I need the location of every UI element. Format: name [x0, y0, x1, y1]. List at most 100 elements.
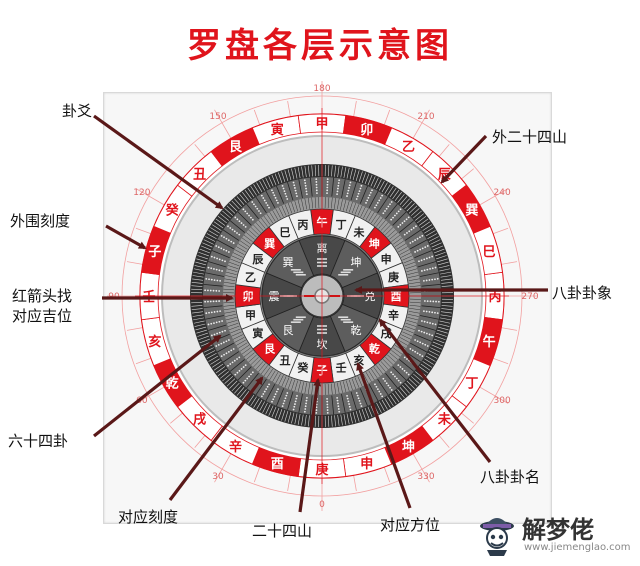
- inner-tick: [333, 383, 337, 395]
- scale-tick: [432, 341, 444, 347]
- hexagram-line: [221, 259, 224, 262]
- scale-tick: [378, 401, 385, 412]
- trigram-name: 乾: [350, 324, 361, 337]
- scale-tick: [439, 268, 451, 272]
- hexagram-line: [224, 260, 226, 263]
- hexagram-line: [425, 279, 428, 282]
- scale-tick: [274, 173, 280, 185]
- scale-tick: [192, 314, 204, 317]
- scale-tick: [331, 165, 333, 177]
- hexagram-line: [225, 249, 228, 252]
- scale-tick: [331, 415, 333, 427]
- hexagram-line: [356, 394, 359, 397]
- scale-tick: [297, 413, 301, 425]
- hexagram-line: [416, 249, 419, 252]
- hexagram-line: [210, 278, 213, 281]
- hexagram-line: [403, 369, 406, 372]
- scale-tick: [439, 320, 451, 324]
- hexagram-divider: [287, 391, 294, 410]
- hexagram-line: [375, 204, 378, 207]
- hexagram-line: [336, 399, 339, 402]
- annotation-arrow: [105, 224, 147, 250]
- hexagram-line: [210, 322, 213, 325]
- hexagram-line: [315, 409, 318, 411]
- hexagram-line: [389, 386, 391, 389]
- hexagram-line: [408, 230, 411, 233]
- hexagram-divider: [255, 196, 267, 214]
- hexagram-line: [303, 179, 306, 182]
- hexagram-line: [326, 192, 328, 195]
- hexagram-line: [231, 228, 234, 231]
- scale-tick: [417, 216, 427, 224]
- label-corr-scale: 对应刻度: [118, 508, 179, 526]
- scale-tick: [220, 213, 229, 221]
- hexagram-divider: [414, 250, 433, 259]
- hexagram-line: [265, 201, 268, 204]
- hexagram-line: [326, 397, 328, 400]
- hexagram-divider: [404, 229, 422, 241]
- hexagram-line: [231, 361, 234, 364]
- label-bagua-xiang: 八卦卦象: [552, 284, 613, 302]
- hexagram-line: [281, 405, 284, 408]
- inner-tick: [307, 197, 311, 209]
- hexagram-line: [403, 356, 406, 359]
- scale-tick: [420, 363, 431, 371]
- hexagram-line: [346, 195, 348, 197]
- hexagram-line: [225, 340, 228, 343]
- mountain-char: 亥: [354, 353, 365, 367]
- inner-tick: [348, 379, 353, 391]
- hexagram-line: [426, 245, 429, 247]
- hexagram-line: [266, 204, 269, 207]
- hexagram-line: [425, 310, 428, 313]
- hexagram-line: [424, 246, 427, 249]
- detective-logo-icon: [480, 518, 514, 556]
- annotation-arrow: [298, 378, 322, 513]
- scale-tick: [195, 261, 207, 266]
- outer-ring-char: 丑: [193, 168, 206, 183]
- hexagram-line: [423, 258, 426, 261]
- scale-tick: [430, 347, 441, 353]
- hexagram-line: [271, 400, 273, 403]
- mountain-char: 艮: [264, 341, 276, 355]
- inner-tick: [365, 210, 372, 220]
- trigram-name: 艮: [283, 324, 294, 337]
- hexagram-line: [273, 395, 276, 398]
- hexagram-line: [326, 181, 329, 183]
- mountain-char: 丙: [297, 219, 308, 232]
- hexagram-line: [250, 216, 252, 219]
- inner-tick: [394, 240, 405, 247]
- hexagram-line: [415, 225, 417, 228]
- inner-tick: [354, 377, 360, 388]
- inner-tick: [232, 334, 244, 340]
- hexagram-line: [366, 199, 369, 202]
- scale-tick: [440, 275, 452, 278]
- scale-tick: [424, 227, 434, 234]
- scale-tick: [355, 410, 360, 422]
- degree-number: 330: [417, 472, 434, 482]
- hexagram-line: [220, 234, 223, 237]
- hexagram-line: [256, 207, 259, 210]
- scale-tick: [294, 413, 298, 425]
- hexagram-line: [357, 192, 360, 195]
- inner-tick: [406, 268, 418, 272]
- hexagram-line: [232, 348, 235, 350]
- scale-tick: [367, 174, 373, 186]
- hexagram-line: [336, 190, 339, 193]
- hexagram-line: [305, 399, 308, 402]
- inner-tick: [399, 337, 410, 343]
- trigram-line: [295, 316, 306, 319]
- hexagram-line: [395, 377, 398, 380]
- hexagram-line: [253, 203, 255, 206]
- hexagram-divider: [331, 177, 335, 197]
- hexagram-line: [432, 300, 435, 303]
- scale-tick: [191, 282, 203, 284]
- hexagram-line: [422, 310, 425, 312]
- hexagram-line: [403, 233, 406, 236]
- hexagram-divider: [421, 305, 441, 309]
- hexagram-line: [379, 393, 382, 395]
- hexagram-line: [304, 408, 307, 410]
- hexagram-divider: [414, 333, 433, 342]
- hexagram-line: [260, 395, 263, 398]
- scale-tick: [441, 308, 453, 310]
- hexagram-line: [263, 390, 266, 393]
